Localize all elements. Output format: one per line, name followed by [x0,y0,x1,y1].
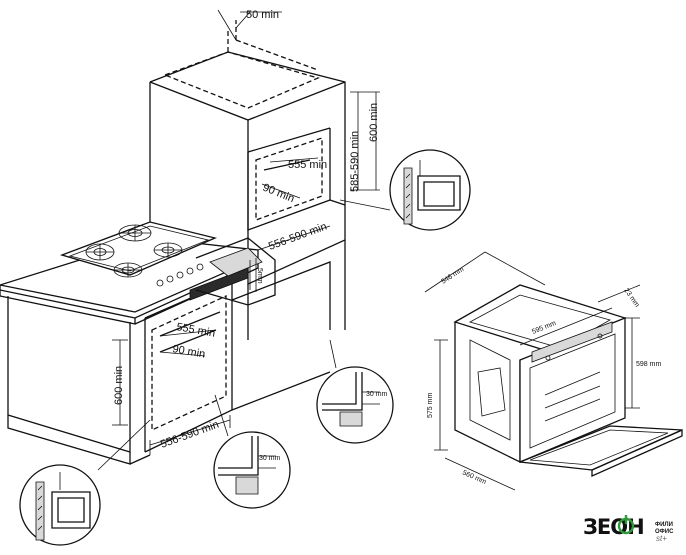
under-dimension-lines [112,329,231,455]
vent-detail-upper [339,149,471,231]
oven-width-bottom-label: 560 mm [461,469,487,486]
under-vent-label: 90 min [171,343,206,361]
plinth-gap-right-label: 30 mm [366,391,388,398]
tall-height-min-label: 600 min [368,103,380,142]
plinth-detail-right [316,339,394,444]
gas-hob [59,221,218,287]
oven-drawing [453,284,683,478]
logo-sub-line2: ОФИС [655,529,674,535]
logo-sub-line1: ФИЛИ [655,522,673,528]
plinth-detail-bottom [213,394,291,509]
logo-brand-text: ЗЕОН [583,515,644,539]
brand-logo: ЗЕОН ФИЛИ ОФИС st+ [583,515,674,543]
burner-icon [118,224,152,242]
tall-vent-label: 90 min [261,182,296,205]
hob-gap-label: 5mm [256,268,263,284]
tall-height-range-label: 585-590 min [349,131,361,192]
oven-height-front-label: 598 mm [636,361,661,368]
oven-dimension-lines [424,251,641,491]
knob-icon [156,263,204,287]
under-depth-label: 555 min [175,321,216,340]
base-cabinet [0,237,331,465]
power-icon [617,515,635,535]
vent-detail-lower [19,419,151,546]
oven-height-body-label: 575 mm [427,393,434,418]
oven-width-top-label: 546 mm [440,266,465,286]
tall-dimension-lines [217,9,380,251]
tall-width-range-label: 556-590 min [267,221,329,253]
burner-icon [153,242,183,258]
logo-suffix: st+ [656,534,667,543]
hob-gap-detail [195,237,276,306]
tall-cabinet [149,20,346,340]
burner-icon [85,243,115,261]
tall-top-gap-label: 50 min [246,9,279,21]
plinth-gap-bottom-label: 30 mm [259,455,281,462]
under-height-label: 600 min [113,366,125,405]
oven-front-thickness-label: 23 mm [622,287,640,309]
under-width-range-label: 556-590 min [159,419,221,451]
burner-icon [113,262,143,278]
tall-depth-label: 555 min [288,159,327,171]
